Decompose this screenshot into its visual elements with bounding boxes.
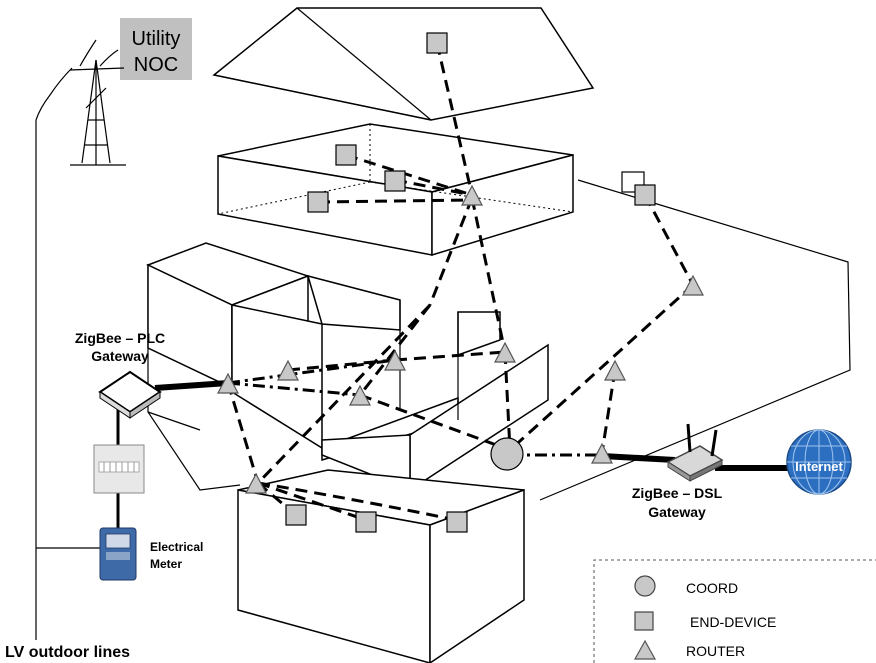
legend-triangle-icon [633,639,657,660]
utility-noc-box [120,18,192,80]
end-device-node [285,504,307,526]
router-node [604,359,626,381]
legend-label-coord: COORD [686,580,738,596]
dsl-gateway-device [666,423,724,482]
router-node [461,184,483,206]
routers [217,184,704,494]
middle-floor-walls [146,242,549,492]
internet-globe [786,429,852,495]
plc-gateway-label-1: ZigBee – PLC [75,330,165,346]
utility-noc-label-2: NOC [134,54,178,76]
router-node [277,359,299,381]
router-node [384,349,406,371]
dsl-gateway-label-2: Gateway [648,504,706,520]
end-device-node [426,32,448,54]
internet-label: Internet [795,459,843,474]
window-box [621,171,645,193]
legend-circle-icon [634,575,656,597]
roof [212,7,595,121]
dsl-gateway-wire [601,453,676,463]
lv-outdoor-lines-label: LV outdoor lines [5,644,130,661]
router-node [591,442,613,464]
plc-gateway-wire [154,380,229,391]
legend-label-router: ROUTER [686,643,745,659]
legend-label-end-device: END-DEVICE [690,614,776,630]
meter-label-2: Meter [150,557,182,571]
end-devices [285,32,656,533]
end-device-node [446,511,468,533]
end-device-node [355,511,377,533]
end-device-node [335,144,357,166]
distribution-panel [93,444,145,494]
router-node [349,384,371,406]
utility-pole [35,39,126,166]
router-node [682,274,704,296]
legend [593,559,876,663]
end-device-node [634,184,656,206]
plc-gateway-label-2: Gateway [91,348,149,364]
legend-square-icon [634,611,654,631]
zigbee-links [226,42,695,522]
end-device-node [307,191,329,213]
router-node [494,341,516,363]
router-node [245,472,267,494]
router-node [217,372,239,394]
electrical-meter-device [99,527,137,581]
plc-gateway-device [98,370,162,419]
dsl-gateway-label-1: ZigBee – DSL [632,485,723,501]
meter-label-1: Electrical [150,540,203,554]
utility-noc-label-1: Utility [132,28,181,50]
coordinator-node [490,437,524,471]
end-device-node [384,170,406,192]
bottom-floor [237,469,525,663]
zigbee-dashdot-links [227,358,602,457]
